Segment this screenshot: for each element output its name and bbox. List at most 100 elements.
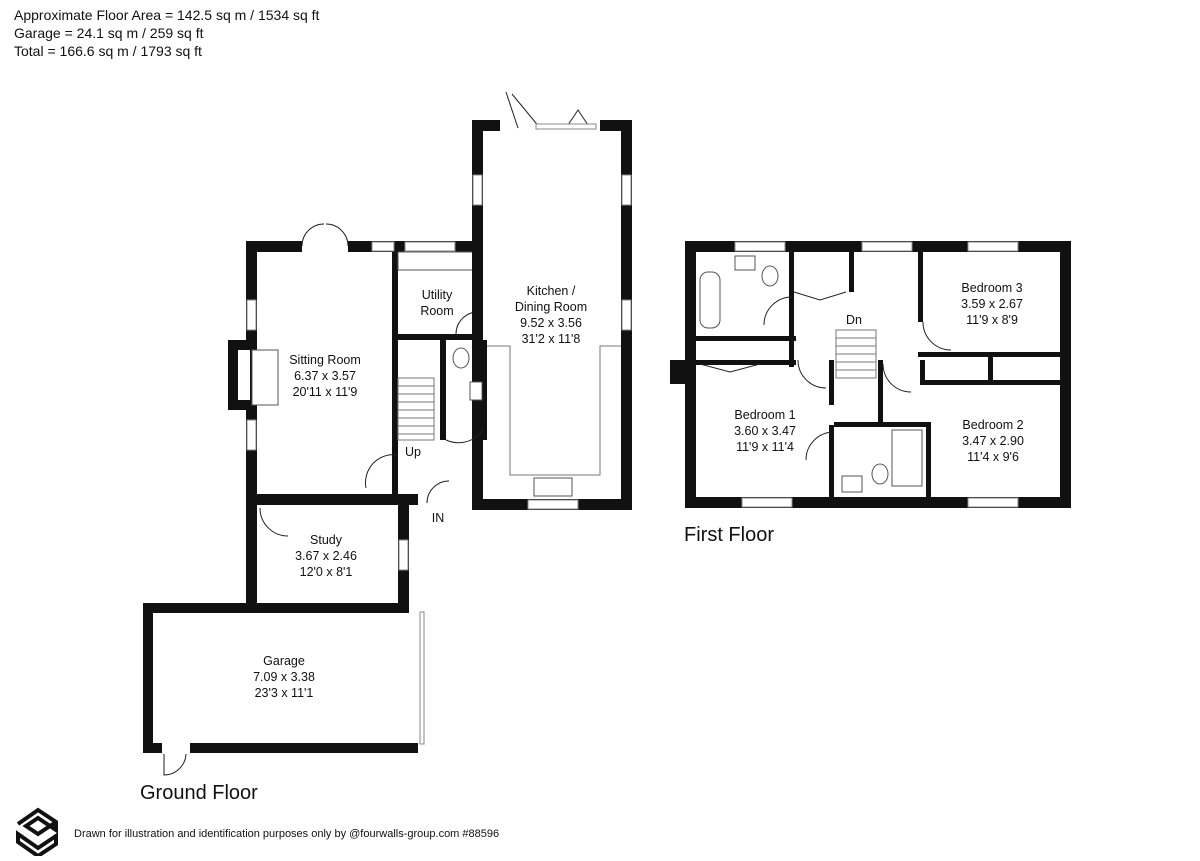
ensuite-basin [841, 475, 863, 493]
bedroom2-door [882, 363, 912, 393]
ground-floor-stairs [397, 377, 435, 441]
svg-text:3.59 x 2.67: 3.59 x 2.67 [961, 297, 1023, 311]
svg-text:Utility: Utility [422, 288, 453, 302]
svg-text:Kitchen /: Kitchen / [527, 284, 576, 298]
svg-text:Garage: Garage [263, 654, 305, 668]
wardrobe-divider [988, 357, 993, 382]
entrance-label: IN [432, 511, 445, 525]
sitting-window-west-2 [246, 419, 257, 451]
bedroom3-south-wall [918, 352, 1061, 357]
svg-text:23'3 x 11'1: 23'3 x 11'1 [255, 686, 314, 700]
svg-text:Sitting Room: Sitting Room [289, 353, 361, 367]
sitting-window-west-1 [246, 299, 257, 331]
stairs-up-label: Up [405, 445, 421, 459]
bathroom-toilet [761, 265, 779, 287]
svg-text:Bedroom 2: Bedroom 2 [962, 418, 1023, 432]
utility-room-label: Utility Room [420, 288, 453, 318]
bath-tub [699, 271, 721, 329]
bedroom3-door [922, 321, 952, 351]
bathroom-south-wall [696, 336, 796, 341]
ground-floor-title: Ground Floor [140, 782, 258, 804]
bathroom-door [763, 296, 793, 326]
sitting-east-wall [392, 252, 398, 497]
bedroom1-window [741, 497, 793, 508]
fourwalls-logo-icon [16, 807, 58, 856]
garage-side-door [163, 752, 187, 776]
bathroom-window [734, 241, 786, 252]
svg-text:Study: Study [310, 533, 343, 547]
study-west-wall [246, 494, 257, 612]
first-floor-plan: Dn Bedroom 1 3.60 x 3.47 11'9 x 11'4 Bed… [670, 241, 1071, 546]
wc-toilet [452, 347, 470, 369]
bedroom1-east-wall-lower [829, 425, 834, 500]
bedroom1-door [797, 359, 827, 389]
landing-cupboard-doors [793, 291, 847, 301]
ff-east-wall [1060, 241, 1071, 508]
stairs-down-label: Dn [846, 313, 862, 327]
wc-east-wall [483, 340, 487, 440]
bedroom2-window [967, 497, 1019, 508]
ensuite-shower [891, 429, 923, 487]
svg-text:11'9 x 11'4: 11'9 x 11'4 [736, 440, 794, 454]
svg-text:3.47 x 2.90: 3.47 x 2.90 [962, 434, 1024, 448]
wc-west-wall [440, 340, 446, 440]
kitchen-west-wall [472, 120, 483, 510]
svg-text:3.60 x 3.47: 3.60 x 3.47 [734, 424, 796, 438]
bathroom-basin [734, 255, 756, 271]
wc-door [445, 429, 484, 444]
kitchen-north-wall-left [472, 120, 500, 131]
utility-window [404, 241, 456, 252]
floor-area-line: Approximate Floor Area = 142.5 sq m / 15… [14, 7, 320, 23]
kitchen-units-outline [483, 345, 621, 476]
sitting-room-label: Sitting Room 6.37 x 3.57 20'11 x 11'9 [289, 353, 361, 399]
ff-chimney [670, 360, 686, 384]
svg-text:11'4 x 9'6: 11'4 x 9'6 [967, 450, 1019, 464]
sitting-french-doors [301, 223, 349, 247]
kitchen-bifold-doors [505, 91, 591, 129]
chimney-void [238, 350, 250, 400]
kitchen-window-east-1 [621, 174, 632, 206]
front-door [426, 480, 450, 504]
study-window [398, 539, 409, 571]
svg-text:11'9 x 8'9: 11'9 x 8'9 [966, 313, 1018, 327]
kitchen-north-wall-right [600, 120, 632, 131]
bedroom3-west-wall [918, 252, 923, 322]
ff-west-wall [685, 241, 696, 508]
kitchen-window-east-2 [621, 299, 632, 331]
ensuite-east-wall [926, 422, 931, 500]
hall-door [365, 454, 399, 489]
garage-side-door-gap [162, 742, 190, 754]
ff-south-wall [685, 497, 1071, 508]
study-label: Study 3.67 x 2.46 12'0 x 8'1 [295, 533, 357, 579]
kitchen-window-south [527, 499, 579, 510]
wc-basin [469, 381, 483, 401]
utility-worktop [397, 251, 477, 271]
svg-text:12'0 x 8'1: 12'0 x 8'1 [300, 565, 353, 579]
bedroom2-north-wall [920, 380, 1061, 385]
svg-text:31'2 x 11'8: 31'2 x 11'8 [522, 332, 581, 346]
sitting-north-wall-left [246, 241, 302, 252]
garage-west-wall [143, 603, 153, 753]
kitchen-bifold-frame [535, 123, 597, 130]
kitchen-label: Kitchen / Dining Room 9.52 x 3.56 31'2 x… [515, 284, 587, 346]
garage-north-wall [143, 603, 409, 613]
ground-floor-plan: Up IN Sitting Room 6.37 x 3.57 20'11 x 1… [140, 91, 632, 804]
kitchen-sink [533, 477, 573, 497]
bathroom-east-wall [789, 252, 794, 367]
bedroom3-window [967, 241, 1019, 252]
svg-text:Bedroom 1: Bedroom 1 [734, 408, 795, 422]
garage-label: Garage 7.09 x 3.38 23'3 x 11'1 [253, 654, 315, 700]
first-floor-title: First Floor [684, 524, 774, 546]
bedroom1-east-wall-upper [829, 360, 834, 405]
en-suite-door [805, 431, 835, 461]
svg-text:Room: Room [420, 304, 453, 318]
bedroom1-wardrobe [699, 363, 761, 373]
garage-area-line: Garage = 24.1 sq m / 259 sq ft [14, 25, 204, 41]
study-door [259, 507, 289, 537]
garage-door [419, 611, 425, 745]
area-summary: Approximate Floor Area = 142.5 sq m / 15… [14, 6, 319, 60]
bedroom3-label: Bedroom 3 3.59 x 2.67 11'9 x 8'9 [961, 281, 1023, 327]
entrance-wall [398, 494, 418, 505]
svg-text:6.37 x 3.57: 6.37 x 3.57 [294, 369, 356, 383]
